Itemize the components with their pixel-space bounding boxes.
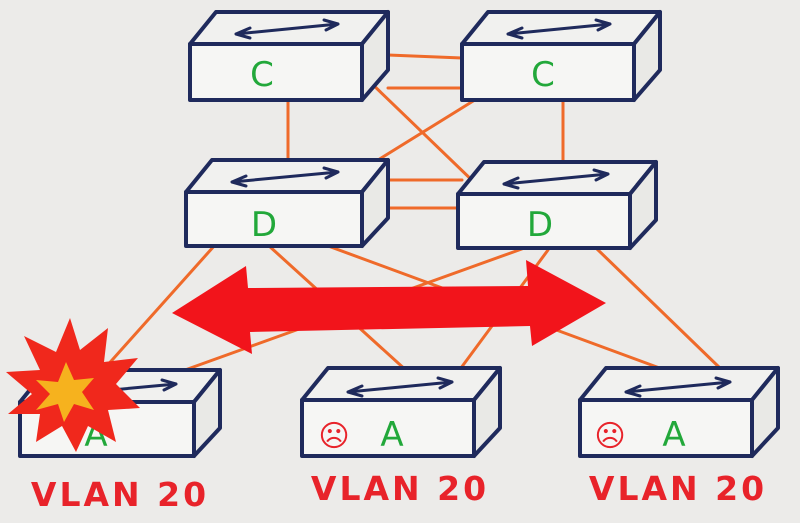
arrows-icon (506, 18, 612, 40)
switch-letter-dist-right: D (527, 205, 553, 245)
switch-letter-core-left: C (250, 55, 274, 95)
switch-side-face (192, 368, 222, 458)
switch-side-face (472, 366, 502, 458)
sad-face-icon: ☹ (318, 419, 349, 454)
sad-face-icon: ☹ (594, 419, 625, 454)
vlan-label-left: VLAN 20 (31, 475, 209, 514)
arrows-icon (234, 18, 340, 40)
switch-dist-right (456, 160, 658, 250)
burst-inner (36, 362, 94, 422)
link-dist-right-access-right (594, 246, 724, 372)
link-dist-left-access-left (103, 243, 217, 370)
switch-letter-access-mid: A (380, 415, 403, 455)
switch-access-mid (300, 366, 502, 458)
switch-side-face (360, 158, 390, 248)
switch-access-right (578, 366, 780, 458)
switch-top-face (300, 366, 502, 402)
switch-top-face (578, 366, 780, 402)
switch-letter-dist-left: D (251, 205, 277, 245)
switch-core-left (188, 10, 390, 102)
vlan-label-mid: VLAN 20 (311, 469, 489, 508)
link-core-right-dist-left (376, 96, 480, 162)
switch-side-face (360, 10, 390, 102)
switch-letter-access-right: A (662, 415, 685, 455)
explosion-icon (6, 318, 140, 452)
switch-front-face (188, 42, 364, 102)
bidirectional-arrow-icon (172, 260, 606, 354)
arrows-icon (502, 168, 610, 190)
switch-side-face (750, 366, 780, 458)
link-core-core-top (386, 53, 464, 60)
arrows-icon (230, 166, 340, 188)
vlan-label-right: VLAN 20 (589, 469, 767, 508)
switch-letter-core-right: C (531, 55, 555, 95)
arrows-icon (624, 376, 732, 398)
switch-dist-left (184, 158, 390, 248)
switch-core-right (460, 10, 662, 102)
switch-side-face (628, 160, 658, 250)
switch-side-face (632, 10, 662, 102)
arrows-icon (346, 376, 454, 398)
